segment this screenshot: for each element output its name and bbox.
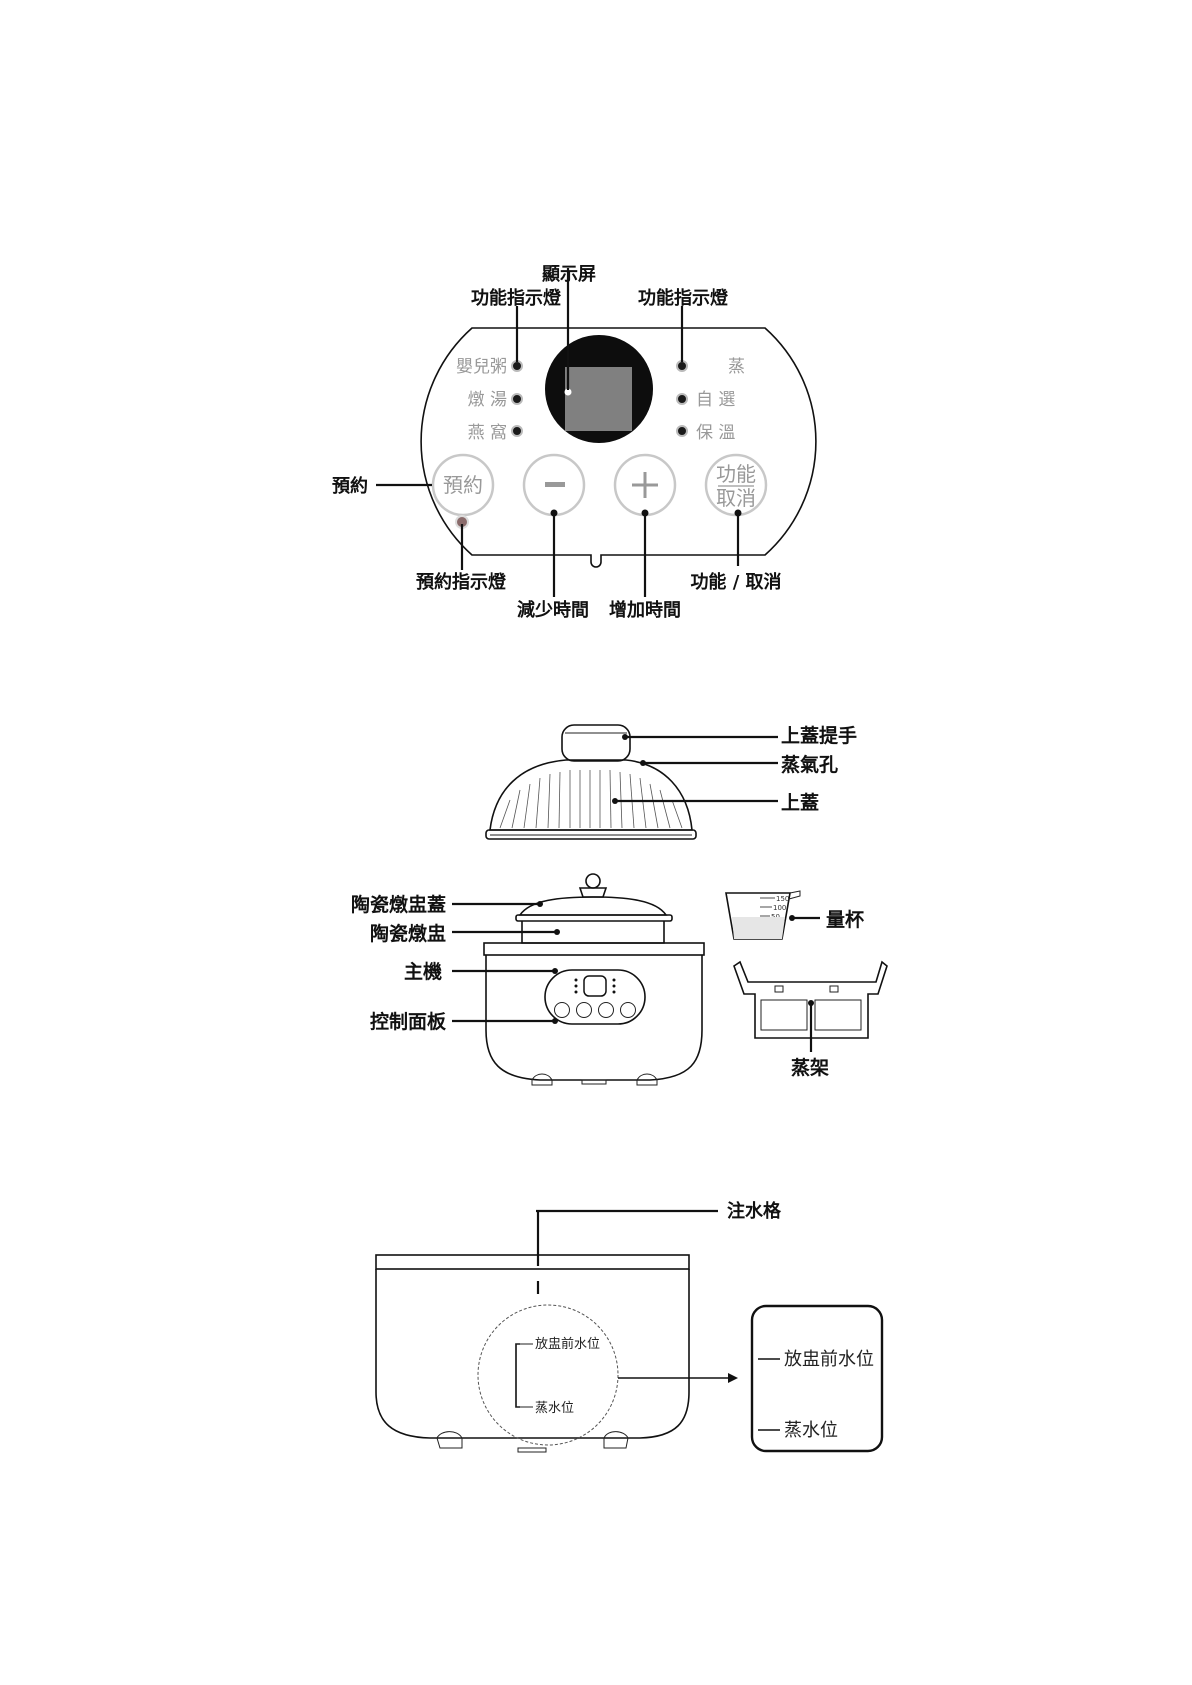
mini-control-panel: [545, 970, 645, 1024]
mode-left-0: 嬰兒粥: [456, 357, 507, 377]
label-lid-handle: 上蓋提手: [781, 724, 857, 747]
water-level-detail-area: [478, 1305, 618, 1445]
label-ceramic-pot-lid: 陶瓷燉盅蓋: [351, 893, 446, 916]
label-level-before-pot: 放盅前水位: [535, 1336, 600, 1352]
function-button-bottom: 取消: [716, 486, 756, 510]
cup-mark-150: 150: [776, 895, 789, 903]
label-function-indicator-right: 功能指示燈: [638, 287, 729, 309]
mode-left-1: 燉 湯: [468, 390, 507, 410]
label-steam-rack: 蒸架: [791, 1056, 829, 1079]
led-right-0: [677, 361, 687, 371]
label-lid: 上蓋: [781, 791, 819, 814]
arrow-head: [728, 1373, 738, 1383]
lid-ribs: [500, 770, 682, 828]
label-preset-indicator: 預約指示燈: [416, 571, 507, 593]
led-left-1: [512, 394, 522, 404]
label-control-panel: 控制面板: [370, 1010, 447, 1033]
water-tank-body: [376, 1269, 689, 1438]
led-right-1: [677, 394, 687, 404]
led-right-2: [677, 426, 687, 436]
mode-right-0: 蒸: [728, 357, 745, 377]
label-measuring-cup: 量杯: [826, 908, 864, 931]
label-function-indicator-left: 功能指示燈: [471, 287, 562, 309]
function-button-top: 功能: [716, 462, 756, 486]
mode-left-2: 燕 窩: [468, 423, 507, 443]
label-decrease-time: 減少時間: [517, 599, 589, 621]
main-unit: [486, 955, 702, 1080]
label-increase-time: 增加時間: [609, 599, 681, 621]
cup-mark-100: 100: [773, 904, 786, 912]
label-display: 顯示屏: [542, 264, 596, 285]
plus-icon: [632, 472, 658, 498]
label-preset: 預約: [332, 475, 368, 497]
label-main-unit: 主機: [404, 960, 442, 983]
pot-lid-knob: [586, 874, 600, 888]
lid-handle: [562, 725, 630, 761]
led-left-2: [512, 426, 522, 436]
zoom-label-level-before-pot: 放盅前水位: [784, 1349, 874, 1370]
preset-button-label: 預約: [443, 473, 483, 497]
led-left-0: [512, 361, 522, 371]
label-function-cancel: 功能 / 取消: [690, 571, 781, 593]
mode-right-1: 自 選: [696, 390, 735, 410]
minus-icon: [545, 482, 565, 487]
zoom-label-steam-level: 蒸水位: [784, 1420, 838, 1441]
label-steam-level: 蒸水位: [535, 1401, 574, 1416]
label-ceramic-pot: 陶瓷燉盅: [370, 922, 446, 945]
mode-right-2: 保 溫: [696, 423, 735, 443]
display-screen: [565, 367, 632, 431]
label-fill-slot: 注水格: [727, 1200, 782, 1222]
product-parts-diagram: 上蓋提手 蒸氣孔 上蓋 陶瓷燉盅蓋: [351, 724, 887, 1085]
control-panel-diagram: 顯示屏 嬰兒粥 燉 湯 燕 窩 功能指示燈 蒸 自 選 保 溫 功能指示燈 預約…: [332, 264, 816, 621]
label-steam-vent: 蒸氣孔: [781, 753, 838, 776]
water-level-diagram: 注水格 放盅前水位 蒸水位 放盅前水位 蒸水位: [376, 1200, 882, 1452]
